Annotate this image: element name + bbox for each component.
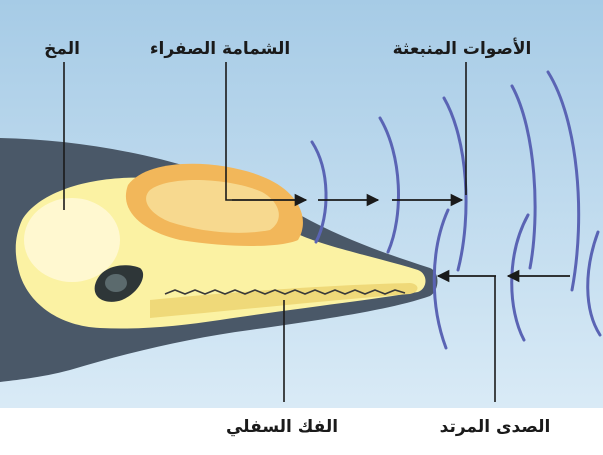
label-brain: المخ (44, 39, 80, 59)
label-melon: الشمامة الصفراء (150, 39, 290, 59)
label-emitted-sounds: الأصوات المنبعثة (393, 38, 532, 59)
brain (24, 198, 120, 282)
eye (105, 274, 127, 292)
label-lower-jaw: الفك السفلي (226, 417, 338, 437)
label-returning-echo: الصدى المرتد (440, 417, 551, 437)
